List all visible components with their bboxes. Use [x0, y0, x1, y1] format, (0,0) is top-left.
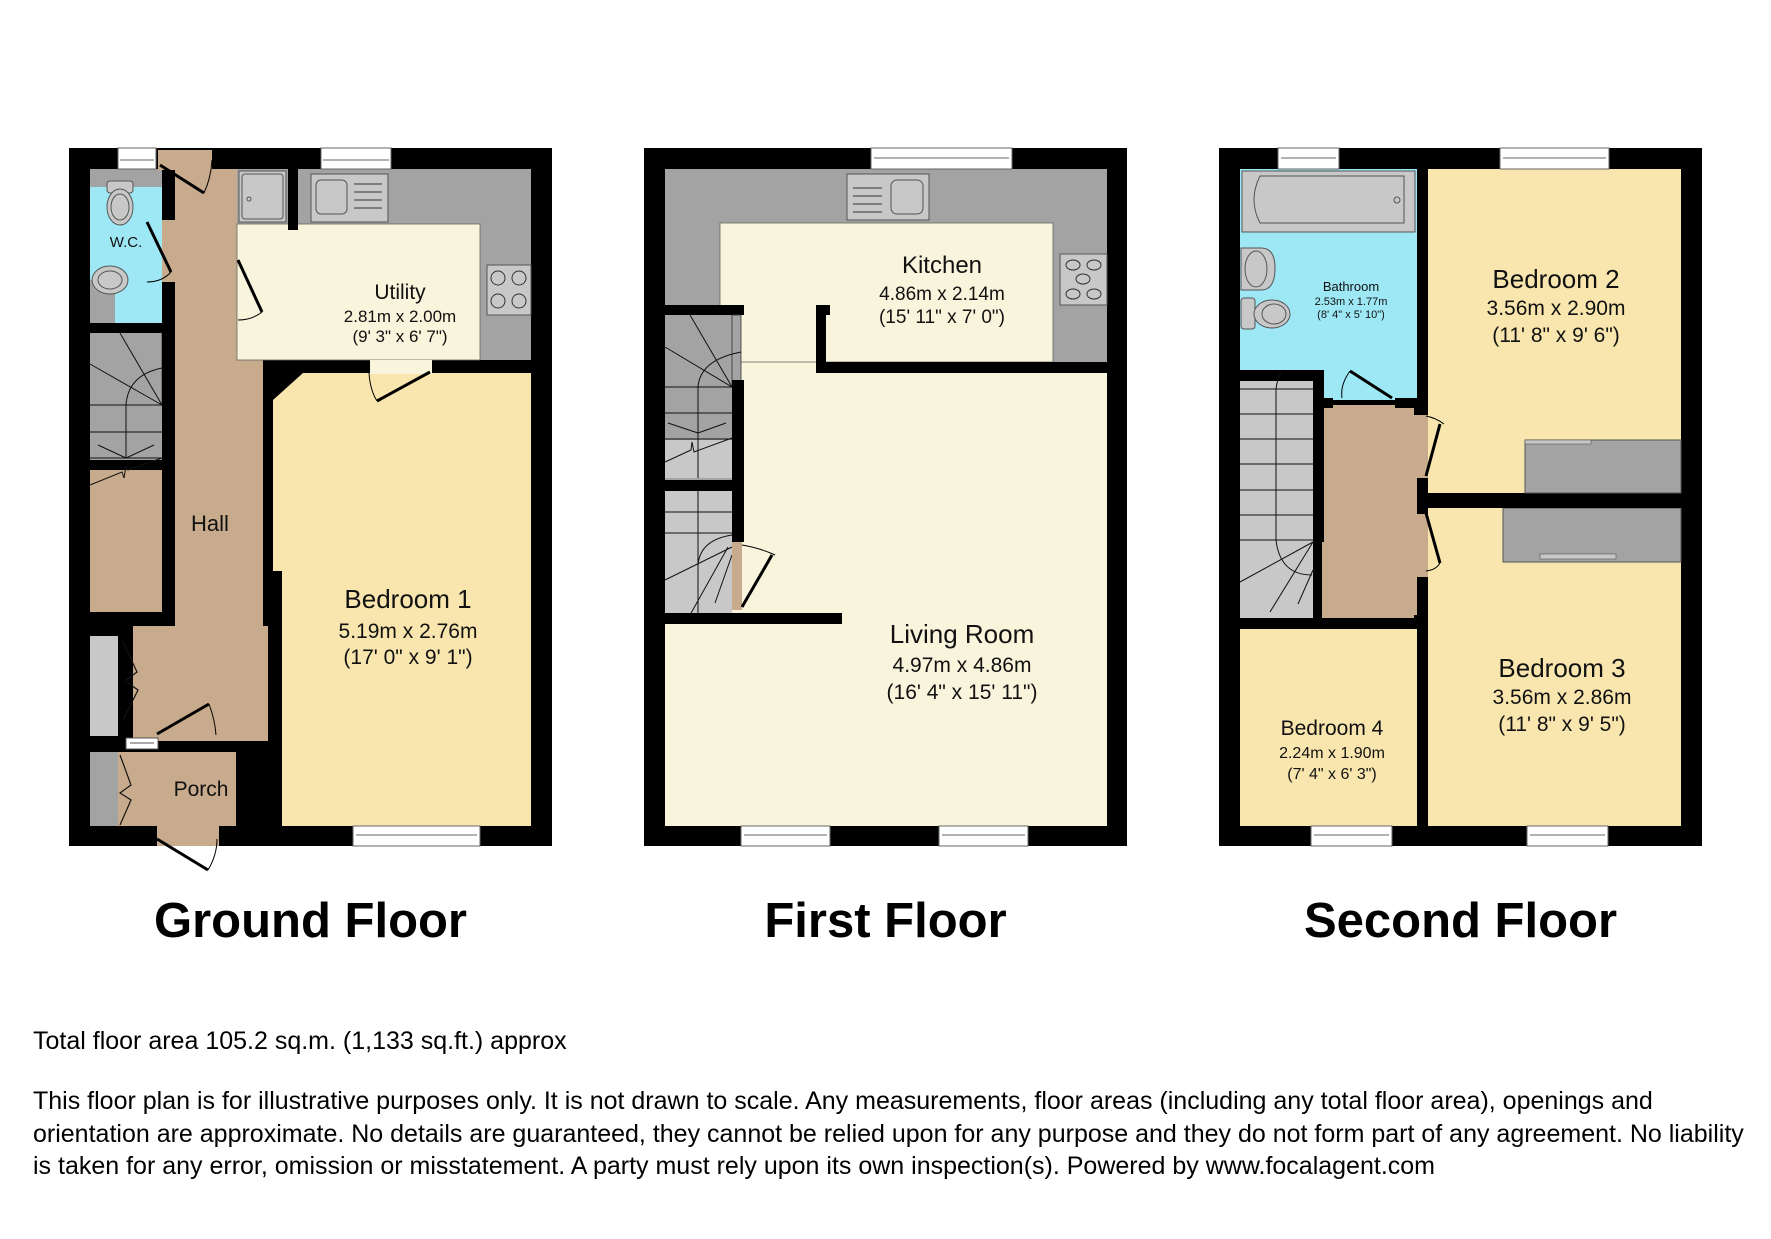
room-dims-bedroom-4: 2.24m x 1.90m — [1279, 745, 1385, 762]
floor-title-second: Second Floor — [1303, 894, 1618, 948]
room-dims-bathroom: 2.53m x 1.77m — [1315, 296, 1388, 308]
room-dims-ft-bedroom-1: (17' 0" x 9' 1") — [343, 646, 472, 669]
bath-icon — [1241, 170, 1416, 233]
room-label-bedroom-3: Bedroom 3 — [1498, 653, 1625, 683]
toilet-icon — [106, 180, 134, 226]
room-dims-ft-bedroom-4: (7' 4" x 6' 3") — [1287, 766, 1377, 783]
room-dims-ft-living-room: (16' 4" x 15' 11") — [887, 681, 1038, 704]
basin-icon — [1240, 247, 1276, 291]
bedroom-2-room — [1428, 169, 1681, 493]
hob-icon — [486, 264, 532, 316]
stairs-icon — [1239, 371, 1314, 618]
sink-icon — [846, 173, 930, 221]
bedroom-4-room — [1240, 629, 1417, 826]
room-dims-living-room: 4.97m x 4.86m — [893, 654, 1032, 677]
first-floor-plan: Kitchen 4.86m x 2.14m (15' 11" x 7' 0") … — [644, 147, 1127, 847]
room-dims-ft-utility: (9' 3" x 6' 7") — [352, 327, 447, 346]
room-dims-bedroom-3: 3.56m x 2.86m — [1493, 686, 1632, 709]
hob-icon — [1059, 253, 1108, 306]
window-icon — [1277, 147, 1610, 847]
washing-machine-icon — [238, 170, 287, 223]
bedroom-1-room — [273, 373, 531, 826]
stairs-icon — [664, 491, 733, 616]
room-label-wc: W.C. — [110, 234, 143, 251]
landing — [1322, 405, 1414, 618]
room-label-bedroom-2: Bedroom 2 — [1492, 264, 1619, 294]
floor-title-ground: Ground Floor — [154, 894, 467, 948]
wardrobe — [1524, 439, 1682, 494]
room-dims-ft-kitchen: (15' 11" x 7' 0") — [879, 307, 1005, 328]
room-label-utility: Utility — [374, 281, 426, 304]
room-dims-ft-bedroom-2: (11' 8" x 9' 6") — [1492, 324, 1620, 347]
stairs-icon — [664, 314, 742, 480]
basin-icon — [91, 265, 129, 295]
total-floor-area: Total floor area 105.2 sq.m. (1,133 sq.f… — [33, 1027, 567, 1055]
room-label-bedroom-4: Bedroom 4 — [1281, 717, 1384, 740]
room-label-hall: Hall — [191, 511, 229, 536]
second-floor-plan: Bathroom 2.53m x 1.77m (8' 4" x 5' 10") … — [1219, 147, 1702, 847]
toilet-icon — [1240, 297, 1291, 330]
room-label-living-room: Living Room — [890, 619, 1035, 649]
room-dims-ft-bedroom-3: (11' 8" x 9' 5") — [1498, 713, 1626, 736]
ground-floor-plan: W.C. Utility 2.81m x 2.00m (9' 3" x 6' 7… — [69, 147, 552, 872]
room-dims-ft-bathroom: (8' 4" x 5' 10") — [1317, 309, 1385, 321]
disclaimer-text: This floor plan is for illustrative purp… — [33, 1087, 1744, 1180]
cupboard — [90, 636, 118, 736]
sink-icon — [310, 173, 389, 223]
window-icon — [117, 147, 481, 847]
room-dims-bedroom-2: 3.56m x 2.90m — [1487, 297, 1626, 320]
room-label-bathroom: Bathroom — [1323, 279, 1379, 294]
room-dims-utility: 2.81m x 2.00m — [344, 307, 456, 326]
floor-title-first: First Floor — [764, 894, 1007, 948]
room-label-porch: Porch — [174, 778, 229, 801]
room-dims-bedroom-1: 5.19m x 2.76m — [339, 620, 478, 643]
room-dims-kitchen: 4.86m x 2.14m — [879, 284, 1005, 305]
room-label-kitchen: Kitchen — [902, 252, 982, 279]
porch-room — [90, 752, 118, 826]
room-label-bedroom-1: Bedroom 1 — [344, 584, 471, 614]
window-icon — [740, 147, 1029, 847]
